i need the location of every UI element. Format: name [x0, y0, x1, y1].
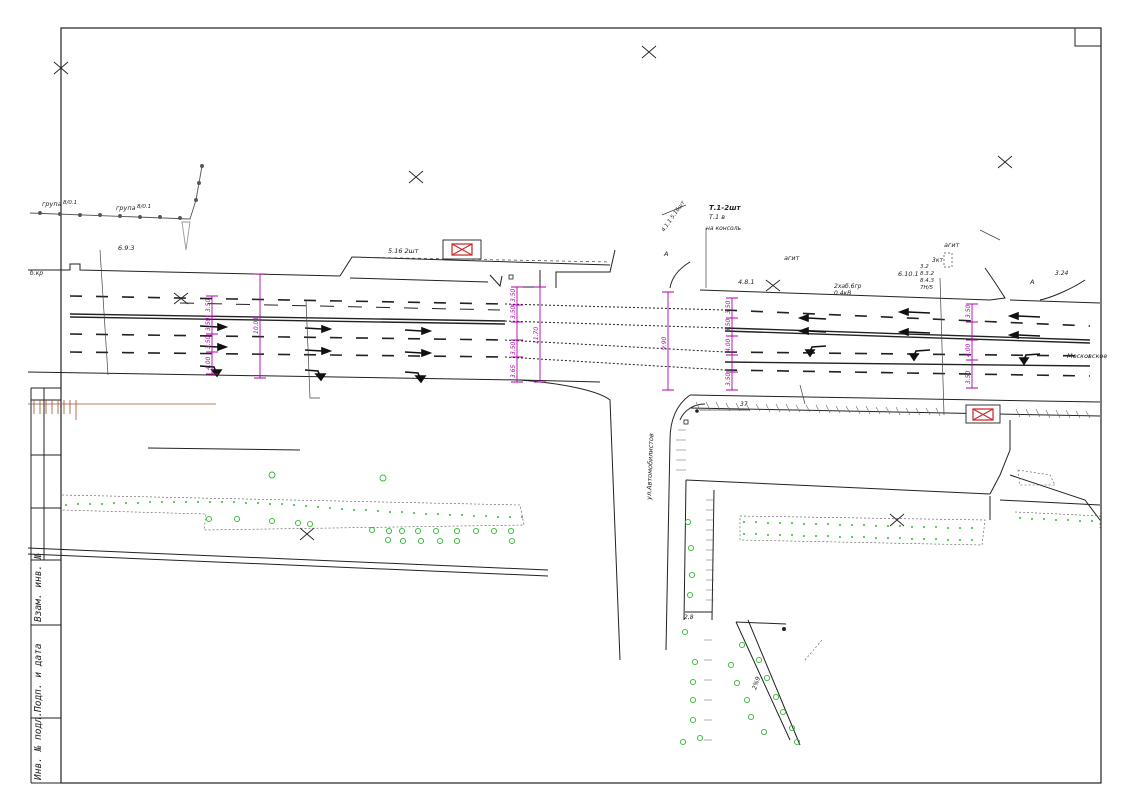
- label-frac-c: 8.4.3: [920, 278, 934, 284]
- label-sign-3kv: 3кт: [932, 257, 943, 264]
- stamp-replace-no: Взам. инв. №: [33, 553, 44, 622]
- road-sign-icon: [442, 239, 1001, 424]
- label-agit-1: агит: [784, 254, 800, 262]
- dim-label: 3.50: [510, 288, 517, 302]
- dim-label: 3.50: [725, 300, 732, 314]
- label-dist-28: 2,8: [684, 614, 694, 621]
- dim-label: 4.00: [725, 338, 732, 352]
- label-cable: 2хаб.6гр: [834, 283, 862, 290]
- label-frac-b: 8.3.2: [920, 271, 934, 277]
- label-letter-a2: А: [1029, 278, 1034, 286]
- south-boulevard: [27, 447, 549, 577]
- label-dist-37: 37: [740, 401, 748, 408]
- label-group-left: група: [42, 200, 62, 208]
- label-sign-t12b: Т.1 в: [709, 213, 725, 221]
- dimension-lines: [206, 273, 978, 391]
- label-street-vertical: ул.Автомобилистов: [645, 433, 655, 501]
- left-hatch: [28, 400, 216, 420]
- dim-label: 4.00: [205, 356, 212, 370]
- label-sign-693: 6.9.3: [118, 244, 135, 252]
- sheet-stamp: Взам. инв. № Подп. и дата Инв. № подл.: [33, 553, 44, 781]
- label-sign-console: на консоль: [706, 225, 742, 232]
- dim-label: 3.50: [965, 370, 972, 384]
- label-letter-a1: А: [663, 250, 668, 258]
- label-slope: 2%9: [751, 676, 762, 691]
- label-frac-a: 3.2: [920, 264, 929, 270]
- curb-hatching: [676, 401, 1091, 741]
- dim-label: 9.90: [661, 336, 668, 350]
- tree-icon: [205, 471, 801, 746]
- label-sign-481: 4.8.1: [738, 278, 755, 286]
- label-sign-324: 3.24: [1055, 270, 1069, 277]
- dim-label: 3.65: [510, 364, 517, 378]
- dim-label: 3.50: [510, 341, 517, 355]
- dimension-labels: 3.50 3.50 3.50 4.00 10.01 3.50 3.50 3.50…: [205, 288, 972, 386]
- dim-label: 3.50: [725, 318, 732, 332]
- label-frac-d: 7Н/5: [920, 285, 933, 291]
- label-group-right: група: [116, 204, 136, 212]
- dim-label: 3.50: [725, 372, 732, 386]
- label-sign-6101: 6.10.1: [898, 270, 919, 278]
- label-agit-2: агит: [944, 241, 960, 249]
- dim-label: 4.00: [965, 343, 972, 357]
- planting-areas: [61, 469, 1101, 661]
- dim-label: 3.50: [205, 335, 212, 349]
- stamp-inventory-no: Инв. № подл.: [33, 711, 44, 781]
- small-symbols: [508, 274, 787, 632]
- sheet-frame: [30, 27, 1102, 784]
- dim-label: 3.50: [510, 305, 517, 319]
- label-road-left: б.кр: [30, 270, 43, 277]
- label-sign-516: 5.16 2шт: [388, 247, 419, 255]
- leader-lines: [99, 204, 1001, 416]
- hedge-rows: [65, 501, 1093, 541]
- arrow-icon: [199, 307, 1041, 384]
- road-edges: [27, 249, 1101, 746]
- label-cable-2: 0.4кВ: [834, 290, 851, 297]
- label-sign-t12: Т.1-2шт: [709, 204, 742, 212]
- lane-markings: [69, 295, 1091, 377]
- dim-label: 3.50: [205, 298, 212, 312]
- dim-label: 3.50: [965, 304, 972, 318]
- overhead-line: [29, 164, 204, 251]
- label-group-left-frac: 8/0.1: [63, 200, 77, 206]
- plan-labels: група 8/0.1 група 8/0.1 6.9.3 б.кр 5.16 …: [30, 199, 1107, 690]
- label-group-right-frac: 8/0.1: [137, 204, 151, 210]
- stamp-sign-date: Подп. и дата: [33, 643, 44, 713]
- dim-label: 10.01: [253, 317, 260, 334]
- label-street-moskovskoe: Московское: [1067, 352, 1107, 360]
- survey-cross-icon: [53, 45, 1013, 541]
- dim-label: 3.50: [205, 317, 212, 331]
- dim-label: 11.70: [533, 327, 540, 344]
- label-sign-rot: 4.1.1 5.16шт: [661, 199, 687, 233]
